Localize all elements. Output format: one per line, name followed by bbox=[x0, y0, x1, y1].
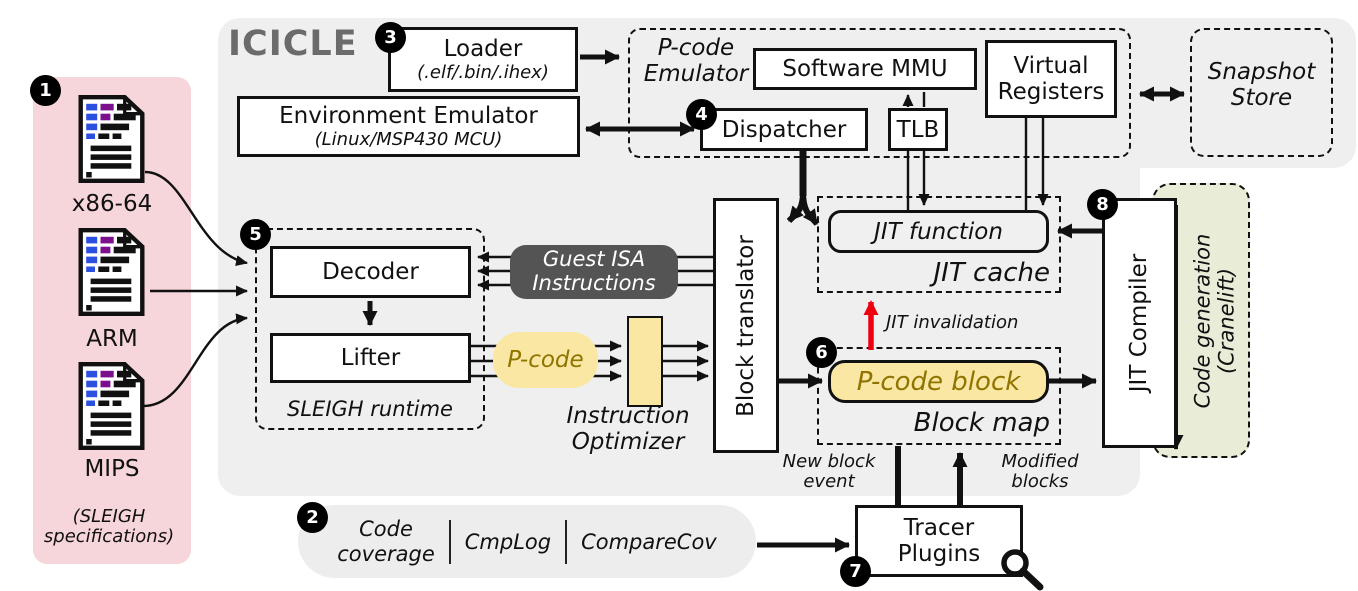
code-coverage-item: Code coverage bbox=[337, 517, 435, 565]
loader-title: Loader bbox=[443, 36, 523, 62]
tracer-plugins-box: Tracer Plugins bbox=[855, 505, 1023, 577]
jit-invalidation-label: JIT invalidation bbox=[886, 312, 1019, 333]
jit-compiler-label: JIT Compiler bbox=[1126, 253, 1153, 393]
sleigh-runtime-container bbox=[255, 228, 485, 430]
block-translator-box bbox=[713, 198, 779, 453]
cmplog-item: CmpLog bbox=[464, 529, 552, 554]
sleigh-runtime-label: SLEIGH runtime bbox=[255, 397, 485, 422]
code-generation-label: Code generation (Cranelift) bbox=[1190, 233, 1238, 408]
instruction-optimizer-label: Instruction Optimizer bbox=[538, 403, 718, 456]
coverage-separator-2 bbox=[565, 519, 568, 564]
sleigh-specs-caption-line1: (SLEIGH bbox=[72, 506, 146, 527]
decoder-box: Decoder bbox=[270, 246, 471, 298]
block-map-label: Block map bbox=[913, 408, 1050, 438]
environment-emulator-box: Environment Emulator (Linux/MSP430 MCU) bbox=[237, 96, 580, 157]
instruction-optimizer-box bbox=[627, 316, 663, 407]
pcode-block-pill: P-code block bbox=[828, 360, 1049, 403]
badge-3: 3 bbox=[375, 22, 406, 53]
badge-7: 7 bbox=[840, 556, 871, 587]
dispatcher-label: Dispatcher bbox=[721, 116, 847, 143]
coverage-pill bbox=[298, 505, 756, 578]
snapshot-store-container bbox=[1190, 28, 1333, 157]
new-block-event-line1: New block bbox=[782, 451, 876, 472]
block-translator-label: Block translator bbox=[733, 234, 759, 417]
coverage-separator-1 bbox=[448, 519, 451, 564]
dispatcher-box: Dispatcher bbox=[700, 108, 868, 151]
badge-5: 5 bbox=[240, 219, 271, 250]
coverage-pill-content: Code coverage CmpLog CompareCov bbox=[298, 505, 756, 578]
spec-doc-mips-icon bbox=[78, 362, 145, 450]
magnifier-icon bbox=[1001, 549, 1044, 591]
arch-label-mips: MIPS bbox=[84, 456, 140, 482]
tlb-label: TLB bbox=[896, 116, 940, 143]
lifter-box: Lifter bbox=[270, 333, 471, 383]
pcode-emulator-label-line1: P-code bbox=[657, 35, 735, 61]
snapshot-store-line1: Snapshot bbox=[1207, 59, 1316, 85]
virtual-registers-box: Virtual Registers bbox=[985, 40, 1117, 118]
jit-function-pill: JIT function bbox=[828, 210, 1049, 253]
jit-compiler-label-wrap: JIT Compiler bbox=[1102, 198, 1177, 448]
guest-isa-box: Guest ISA Instructions bbox=[510, 245, 678, 299]
guest-isa-line2: Instructions bbox=[532, 271, 656, 295]
pcode-pill: P-code bbox=[493, 332, 598, 388]
decoder-label: Decoder bbox=[322, 259, 419, 285]
pcode-pill-label: P-code bbox=[507, 347, 584, 373]
pcode-emulator-label: P-code Emulator bbox=[636, 35, 756, 88]
code-coverage-line2: coverage bbox=[337, 541, 435, 566]
code-coverage-line1: Code bbox=[359, 517, 413, 542]
spec-doc-x86-icon bbox=[78, 95, 145, 183]
jit-cache-container bbox=[817, 196, 1061, 293]
pcode-block-label: P-code block bbox=[856, 366, 1021, 397]
environment-emulator-title: Environment Emulator bbox=[279, 103, 538, 129]
environment-emulator-subtitle: (Linux/MSP430 MCU) bbox=[314, 129, 503, 150]
sleigh-runtime-label-text: SLEIGH runtime bbox=[287, 397, 453, 421]
arch-label-x86: x86-64 bbox=[71, 191, 153, 217]
software-mmu-label: Software MMU bbox=[782, 56, 948, 82]
new-block-event-label: New block event bbox=[768, 451, 890, 493]
comparecov-item: CompareCov bbox=[581, 529, 717, 554]
arch-label-arm: ARM bbox=[86, 326, 138, 352]
modified-blocks-label: Modified blocks bbox=[990, 451, 1090, 493]
badge-1: 1 bbox=[30, 75, 61, 106]
jit-cache-label: JIT cache bbox=[933, 258, 1050, 288]
guest-isa-line1: Guest ISA bbox=[542, 247, 646, 272]
badge-6: 6 bbox=[806, 337, 837, 368]
tracer-plugins-line2: Plugins bbox=[897, 541, 981, 567]
instruction-optimizer-line2: Optimizer bbox=[571, 428, 685, 455]
tlb-box: TLB bbox=[888, 108, 948, 151]
jit-function-label: JIT function bbox=[874, 218, 1003, 245]
modified-blocks-line1: Modified bbox=[1001, 451, 1079, 472]
virtual-registers-line2: Registers bbox=[997, 79, 1105, 105]
sleigh-specs-caption-line2: specifications) bbox=[43, 526, 175, 548]
icicle-title: ICICLE bbox=[228, 24, 358, 64]
spec-doc-arm-icon bbox=[78, 228, 145, 316]
software-mmu-box: Software MMU bbox=[753, 48, 977, 90]
tracer-plugins-line1: Tracer bbox=[903, 515, 975, 541]
code-generation-label-wrap: Code generation (Cranelift) bbox=[1178, 183, 1250, 458]
badge-4: 4 bbox=[686, 99, 717, 130]
lifter-label: Lifter bbox=[340, 345, 401, 371]
block-translator-label-wrap: Block translator bbox=[713, 198, 779, 453]
new-block-event-line2: event bbox=[803, 471, 855, 493]
jit-compiler-box bbox=[1102, 198, 1177, 448]
pcode-emulator-container bbox=[628, 28, 1131, 158]
block-map-container bbox=[817, 347, 1061, 445]
badge-8: 8 bbox=[1087, 189, 1118, 220]
pcode-emulator-label-line2: Emulator bbox=[643, 60, 749, 87]
modified-blocks-line2: blocks bbox=[1011, 471, 1069, 493]
sleigh-specs-caption: (SLEIGH specifications) bbox=[20, 506, 198, 548]
loader-subtitle: (.elf/.bin/.ihex) bbox=[417, 62, 549, 83]
virtual-registers-line1: Virtual bbox=[1013, 53, 1089, 79]
instruction-optimizer-line1: Instruction bbox=[566, 403, 690, 429]
snapshot-store-label: Snapshot Store bbox=[1192, 59, 1331, 112]
badge-2: 2 bbox=[297, 502, 328, 533]
code-generation-line2: (Cranelift) bbox=[1214, 267, 1238, 374]
snapshot-store-line2: Store bbox=[1230, 84, 1293, 111]
loader-box: Loader (.elf/.bin/.ihex) bbox=[388, 27, 578, 92]
code-generation-line1: Code generation bbox=[1190, 233, 1214, 408]
